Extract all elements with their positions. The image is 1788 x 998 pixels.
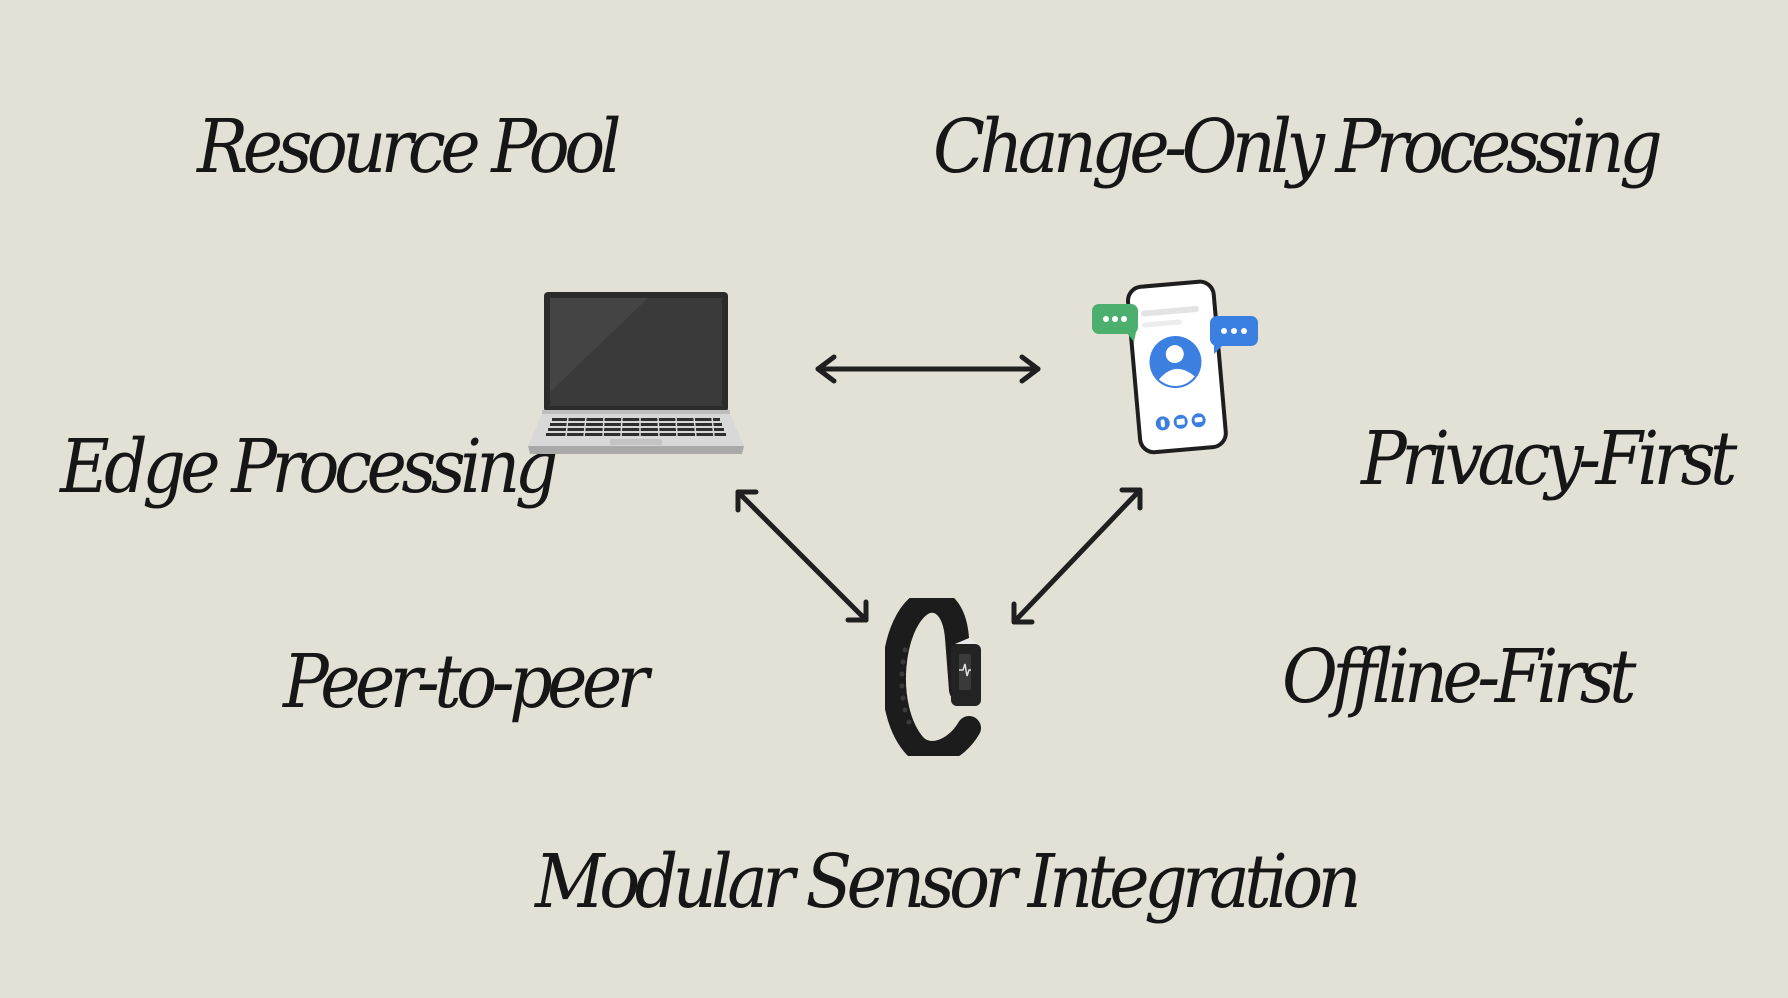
label-change-only-processing: Change-Only Processing — [933, 104, 1663, 190]
laptop-icon — [528, 292, 744, 454]
label-resource-pool: Resource Pool — [197, 104, 621, 190]
label-offline-first: Offline-First — [1282, 634, 1637, 720]
label-edge-processing: Edge Processing — [60, 424, 558, 510]
label-privacy-first: Privacy-First — [1361, 416, 1737, 502]
arrow-phone-band — [1011, 487, 1143, 625]
fitness-band-icon — [885, 598, 981, 756]
arrow-laptop-phone — [815, 354, 1041, 384]
label-modular-sensor-integration: Modular Sensor Integration — [535, 839, 1362, 925]
smartphone-chat-icon — [1092, 279, 1258, 455]
label-peer-to-peer: Peer-to-peer — [283, 639, 649, 725]
arrow-laptop-band — [735, 489, 869, 623]
